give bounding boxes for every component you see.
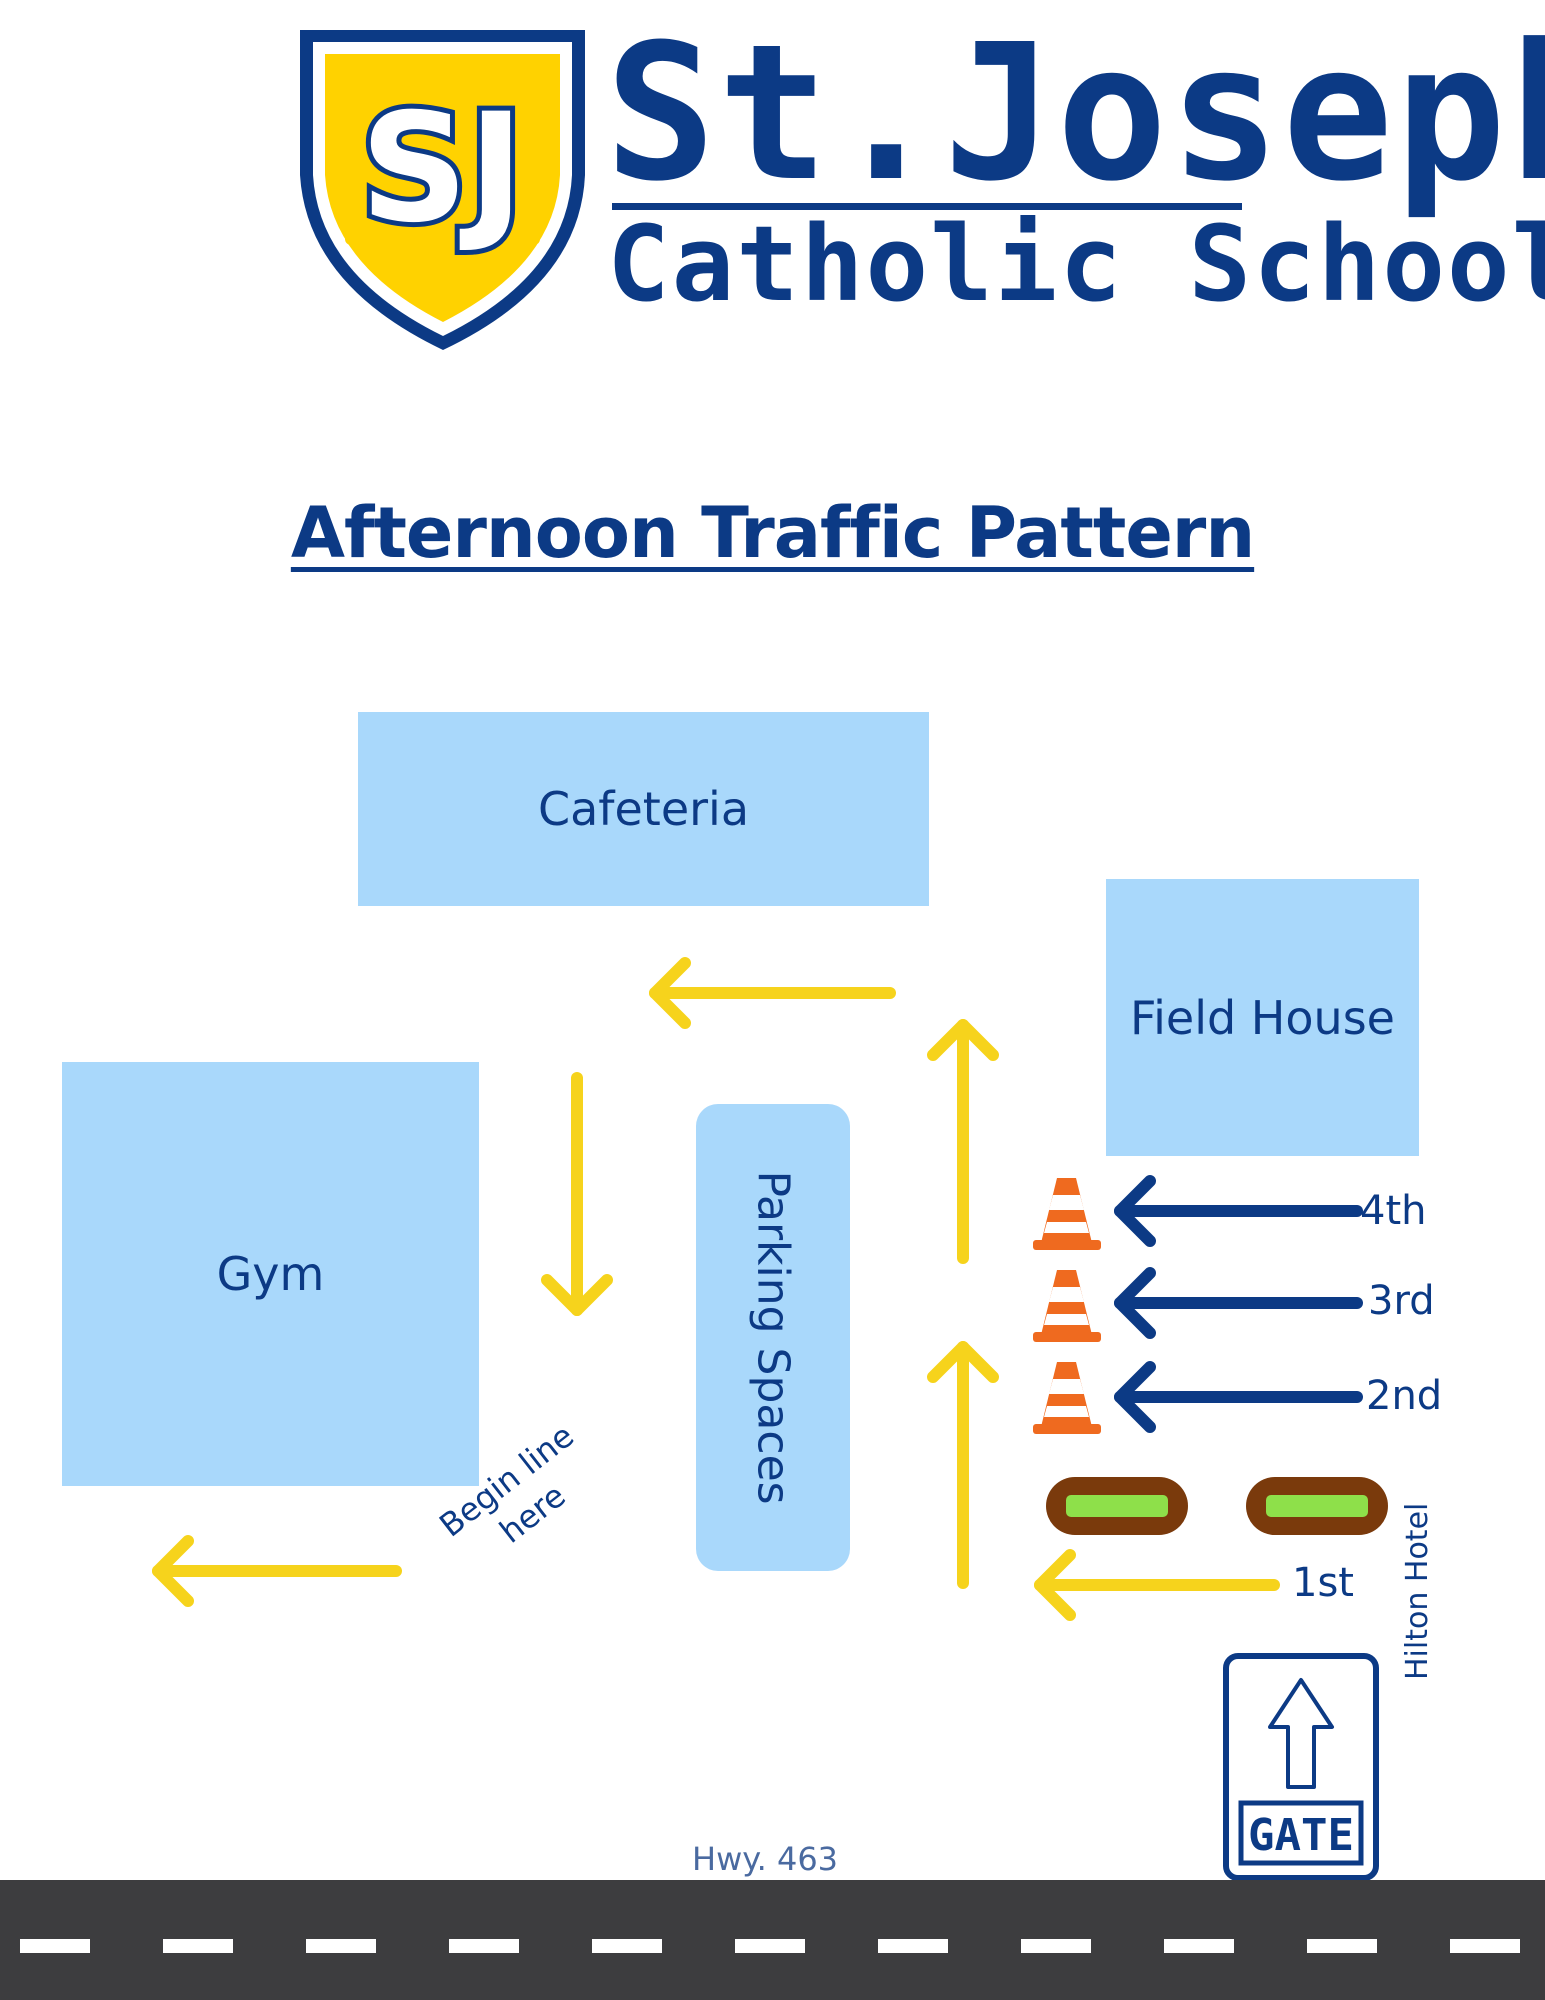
navy-arrow-2nd <box>1114 1361 1363 1433</box>
lane-label-3rd: 3rd <box>1368 1278 1435 1324</box>
gym-label: Gym <box>216 1247 325 1301</box>
barrier-icon-left <box>1046 1477 1188 1535</box>
road-dash <box>449 1939 519 1953</box>
school-name-line1: St.Joseph <box>605 4 1545 223</box>
yellow-arrow-up-lower <box>927 1341 999 1589</box>
highway-label: Hwy. 463 <box>692 1840 839 1878</box>
yellow-arrow-up-upper <box>927 1019 999 1264</box>
road-dash <box>735 1939 805 1953</box>
road-dash <box>1450 1939 1520 1953</box>
traffic-cone-icon-3rd <box>1033 1270 1101 1342</box>
lane-label-4th: 4th <box>1360 1188 1427 1234</box>
lane-label-2nd: 2nd <box>1366 1373 1443 1419</box>
road-dash <box>592 1939 662 1953</box>
parking-spaces-area: Parking Spaces <box>696 1104 850 1571</box>
road-dash <box>878 1939 948 1953</box>
yellow-arrow-left-1st <box>1034 1549 1280 1621</box>
yellow-arrow-left-top <box>649 957 896 1029</box>
traffic-cone-icon-2nd <box>1033 1362 1101 1434</box>
yellow-arrow-down <box>541 1072 613 1316</box>
logo-monogram: SJ <box>360 82 524 256</box>
lane-label-1st: 1st <box>1292 1560 1354 1606</box>
road-dash <box>1164 1939 1234 1953</box>
shield-logo-icon: SJ <box>300 30 585 350</box>
up-arrow-icon <box>1268 1678 1334 1789</box>
cafeteria-label: Cafeteria <box>537 782 750 836</box>
school-name-divider <box>612 203 1242 210</box>
road-dash <box>163 1939 233 1953</box>
field-house-building: Field House <box>1106 879 1419 1156</box>
road-dash <box>20 1939 90 1953</box>
traffic-cone-icon-4th <box>1033 1178 1101 1250</box>
gate-sign-label: GATE <box>1248 1810 1354 1861</box>
field-house-label: Field House <box>1130 990 1395 1045</box>
page-title: Afternoon Traffic Pattern <box>290 492 1255 574</box>
road-dash <box>1307 1939 1377 1953</box>
gate-sign-icon: GATE <box>1223 1653 1379 1881</box>
road-dash <box>1021 1939 1091 1953</box>
school-name-line2: Catholic School <box>607 203 1545 325</box>
cafeteria-building: Cafeteria <box>358 712 929 906</box>
yellow-arrow-left-exit <box>152 1535 402 1607</box>
road-dash <box>306 1939 376 1953</box>
navy-arrow-4th <box>1114 1175 1363 1247</box>
hilton-hotel-label: Hilton Hotel <box>1400 1502 1435 1680</box>
gym-building: Gym <box>62 1062 479 1486</box>
navy-arrow-3rd <box>1114 1267 1363 1339</box>
barrier-icon-right <box>1246 1477 1388 1535</box>
